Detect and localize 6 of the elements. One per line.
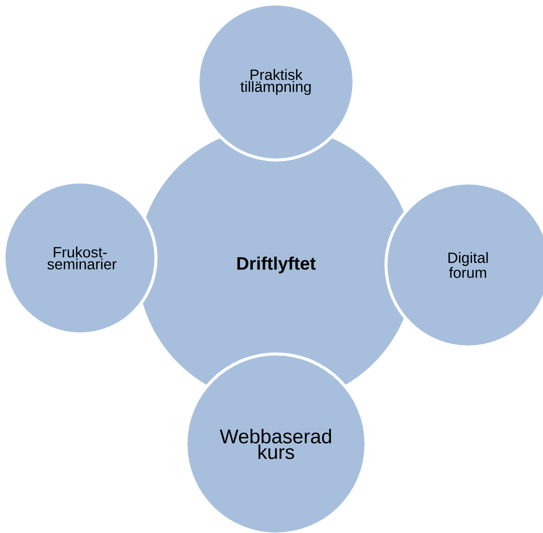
node-label: Digital forum <box>448 252 488 278</box>
circle-node: Digital forum <box>384 181 543 348</box>
circle-node: Webbaserad kurs <box>184 352 368 533</box>
circle-node: Praktisk tillämpning <box>196 2 356 162</box>
circle-node: Frukost-seminarier <box>2 180 158 336</box>
node-label: Webbaserad kurs <box>220 428 332 460</box>
